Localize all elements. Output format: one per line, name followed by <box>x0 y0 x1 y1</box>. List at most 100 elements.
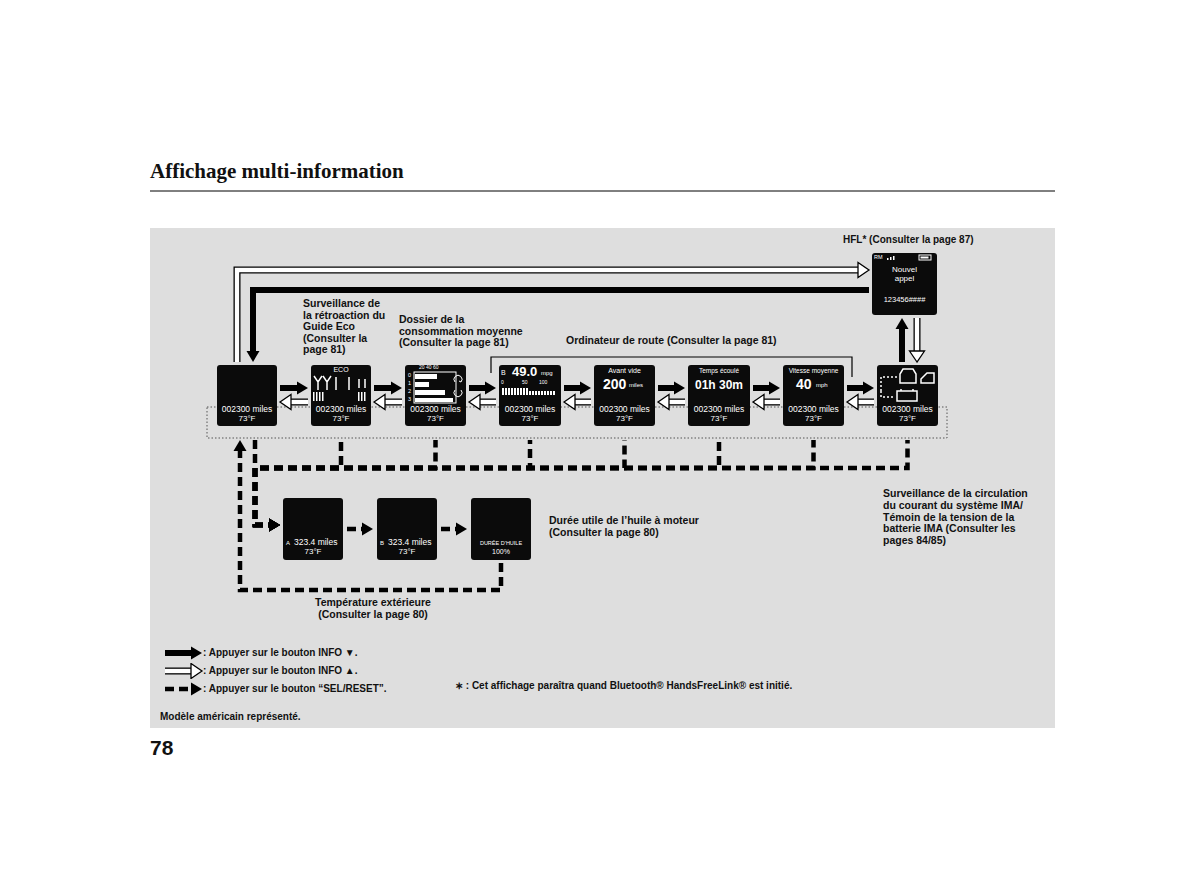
drawing-part <box>414 372 462 403</box>
legend-text: : Appuyer sur le bouton INFO ▲. <box>203 665 358 676</box>
connector-arrow <box>564 382 591 395</box>
arrow-body <box>165 650 193 656</box>
screen-heading: Durée utile de l’huile à moteur (Consult… <box>549 515 749 538</box>
screen-text: mph <box>816 382 828 389</box>
legend-sample <box>163 645 205 661</box>
screen-text: A <box>286 540 290 547</box>
drawing-part <box>165 664 202 679</box>
display-screen: B323.4 miles73°F <box>377 498 437 560</box>
drawing-part <box>502 388 504 395</box>
arrow-head <box>469 395 480 410</box>
annotation: Surveillance de la circulation du couran… <box>883 488 1035 547</box>
drawing-part <box>881 369 934 401</box>
arrow-outline <box>384 399 403 406</box>
panel <box>150 228 1055 728</box>
arrow-head <box>234 440 247 451</box>
screen-text: 73°F <box>405 415 466 424</box>
arrow-head <box>247 351 260 362</box>
drawing-part <box>364 392 366 401</box>
screen-text: 123456#### <box>872 296 937 304</box>
arrow-body <box>469 385 487 391</box>
screen-text: 002300 miles <box>499 405 561 414</box>
connector-arrow <box>255 440 280 532</box>
display-screen: Surveillance de la rétroaction du Guide … <box>311 365 371 426</box>
display-screen: 002300 miles73°F <box>217 365 277 426</box>
arrow-outline <box>574 399 592 406</box>
drawing-part <box>550 391 552 395</box>
display-screen: Vitesse moyenne40mph002300 miles73°F <box>783 365 844 426</box>
drawing-part <box>544 391 546 395</box>
arrow-outline <box>857 399 875 406</box>
arrow-head <box>269 519 280 532</box>
drawing-part <box>538 391 540 395</box>
screen-text: 323.4 miles <box>294 538 337 547</box>
arrow-head <box>269 519 280 532</box>
arrow-body <box>668 400 686 404</box>
display-screen: 002300 miles73°F <box>877 365 938 426</box>
arrow-head <box>269 519 280 532</box>
connector-arrow <box>234 440 502 590</box>
display-screen: A 323.4 miles73°F <box>283 498 343 560</box>
arrow-body <box>347 527 364 532</box>
display-screen: Durée utile de l’huile à moteur (Consult… <box>471 498 531 560</box>
drawing-part <box>511 388 513 395</box>
drawing-part <box>872 253 937 315</box>
arrow-body <box>753 385 771 391</box>
display-screen: B49.0mpg050100002300 miles73°F <box>499 365 561 426</box>
drawing-part <box>316 392 318 401</box>
arrow-head <box>564 395 575 410</box>
arrow-body <box>857 400 875 404</box>
drawing-part <box>526 388 528 395</box>
annotation: Ordinateur de route (Consulter la page 8… <box>566 335 777 347</box>
screen-text: 100% <box>471 548 531 556</box>
arrow-head <box>896 318 909 329</box>
arrow-head <box>674 382 685 395</box>
screen-text: 73°F <box>283 548 343 557</box>
screen-text: 002300 miles <box>217 405 277 414</box>
arrow-body <box>847 385 865 391</box>
drawing-part <box>535 391 537 395</box>
arrow-body <box>165 669 193 673</box>
arrow-body <box>479 400 497 404</box>
connector-arrow <box>374 382 402 395</box>
screen-text: 73°F <box>877 415 938 424</box>
screen-text: 73°F <box>688 415 750 424</box>
drawing-part <box>165 647 202 660</box>
screen-text: 002300 miles <box>783 405 844 414</box>
screen-heading: Surveillance de la rétroaction du Guide … <box>303 298 391 356</box>
arrow-body <box>384 400 403 404</box>
drawing-part <box>505 388 507 395</box>
connector-arrow <box>374 395 402 410</box>
screen-text: 73°F <box>377 548 437 557</box>
arrow-head <box>769 382 780 395</box>
screen-text: 002300 miles <box>688 405 750 414</box>
arrow-head <box>580 382 591 395</box>
legend-sample <box>163 663 205 679</box>
connector-arrow <box>347 523 373 536</box>
legend-sample <box>163 681 205 697</box>
arrow-head <box>191 664 202 679</box>
arrow-body <box>240 450 501 591</box>
screen-text: Temps écoulé <box>688 367 750 374</box>
screen-text: 50 <box>522 380 528 386</box>
screen-heading: HFL* (Consulter la page 87) <box>843 234 974 245</box>
screen-text: 0 <box>501 380 504 386</box>
drawing-part <box>517 388 519 395</box>
drawing-part <box>358 392 360 401</box>
connector-arrow <box>280 395 308 410</box>
arrow-body <box>255 440 908 525</box>
title-rule <box>150 191 1055 192</box>
screen-text: miles <box>629 382 643 389</box>
screen-text: DURÉE D’HUILE <box>471 540 531 546</box>
arrow-outline <box>165 668 193 675</box>
arrow-body <box>574 400 592 404</box>
drawing-part <box>415 374 437 379</box>
arrow-body <box>255 440 271 525</box>
screen-text: 73°F <box>594 415 655 424</box>
connector-arrow <box>469 382 496 395</box>
drawing-part <box>881 377 899 391</box>
connector-arrow <box>247 290 870 362</box>
arrow-head <box>847 395 858 410</box>
